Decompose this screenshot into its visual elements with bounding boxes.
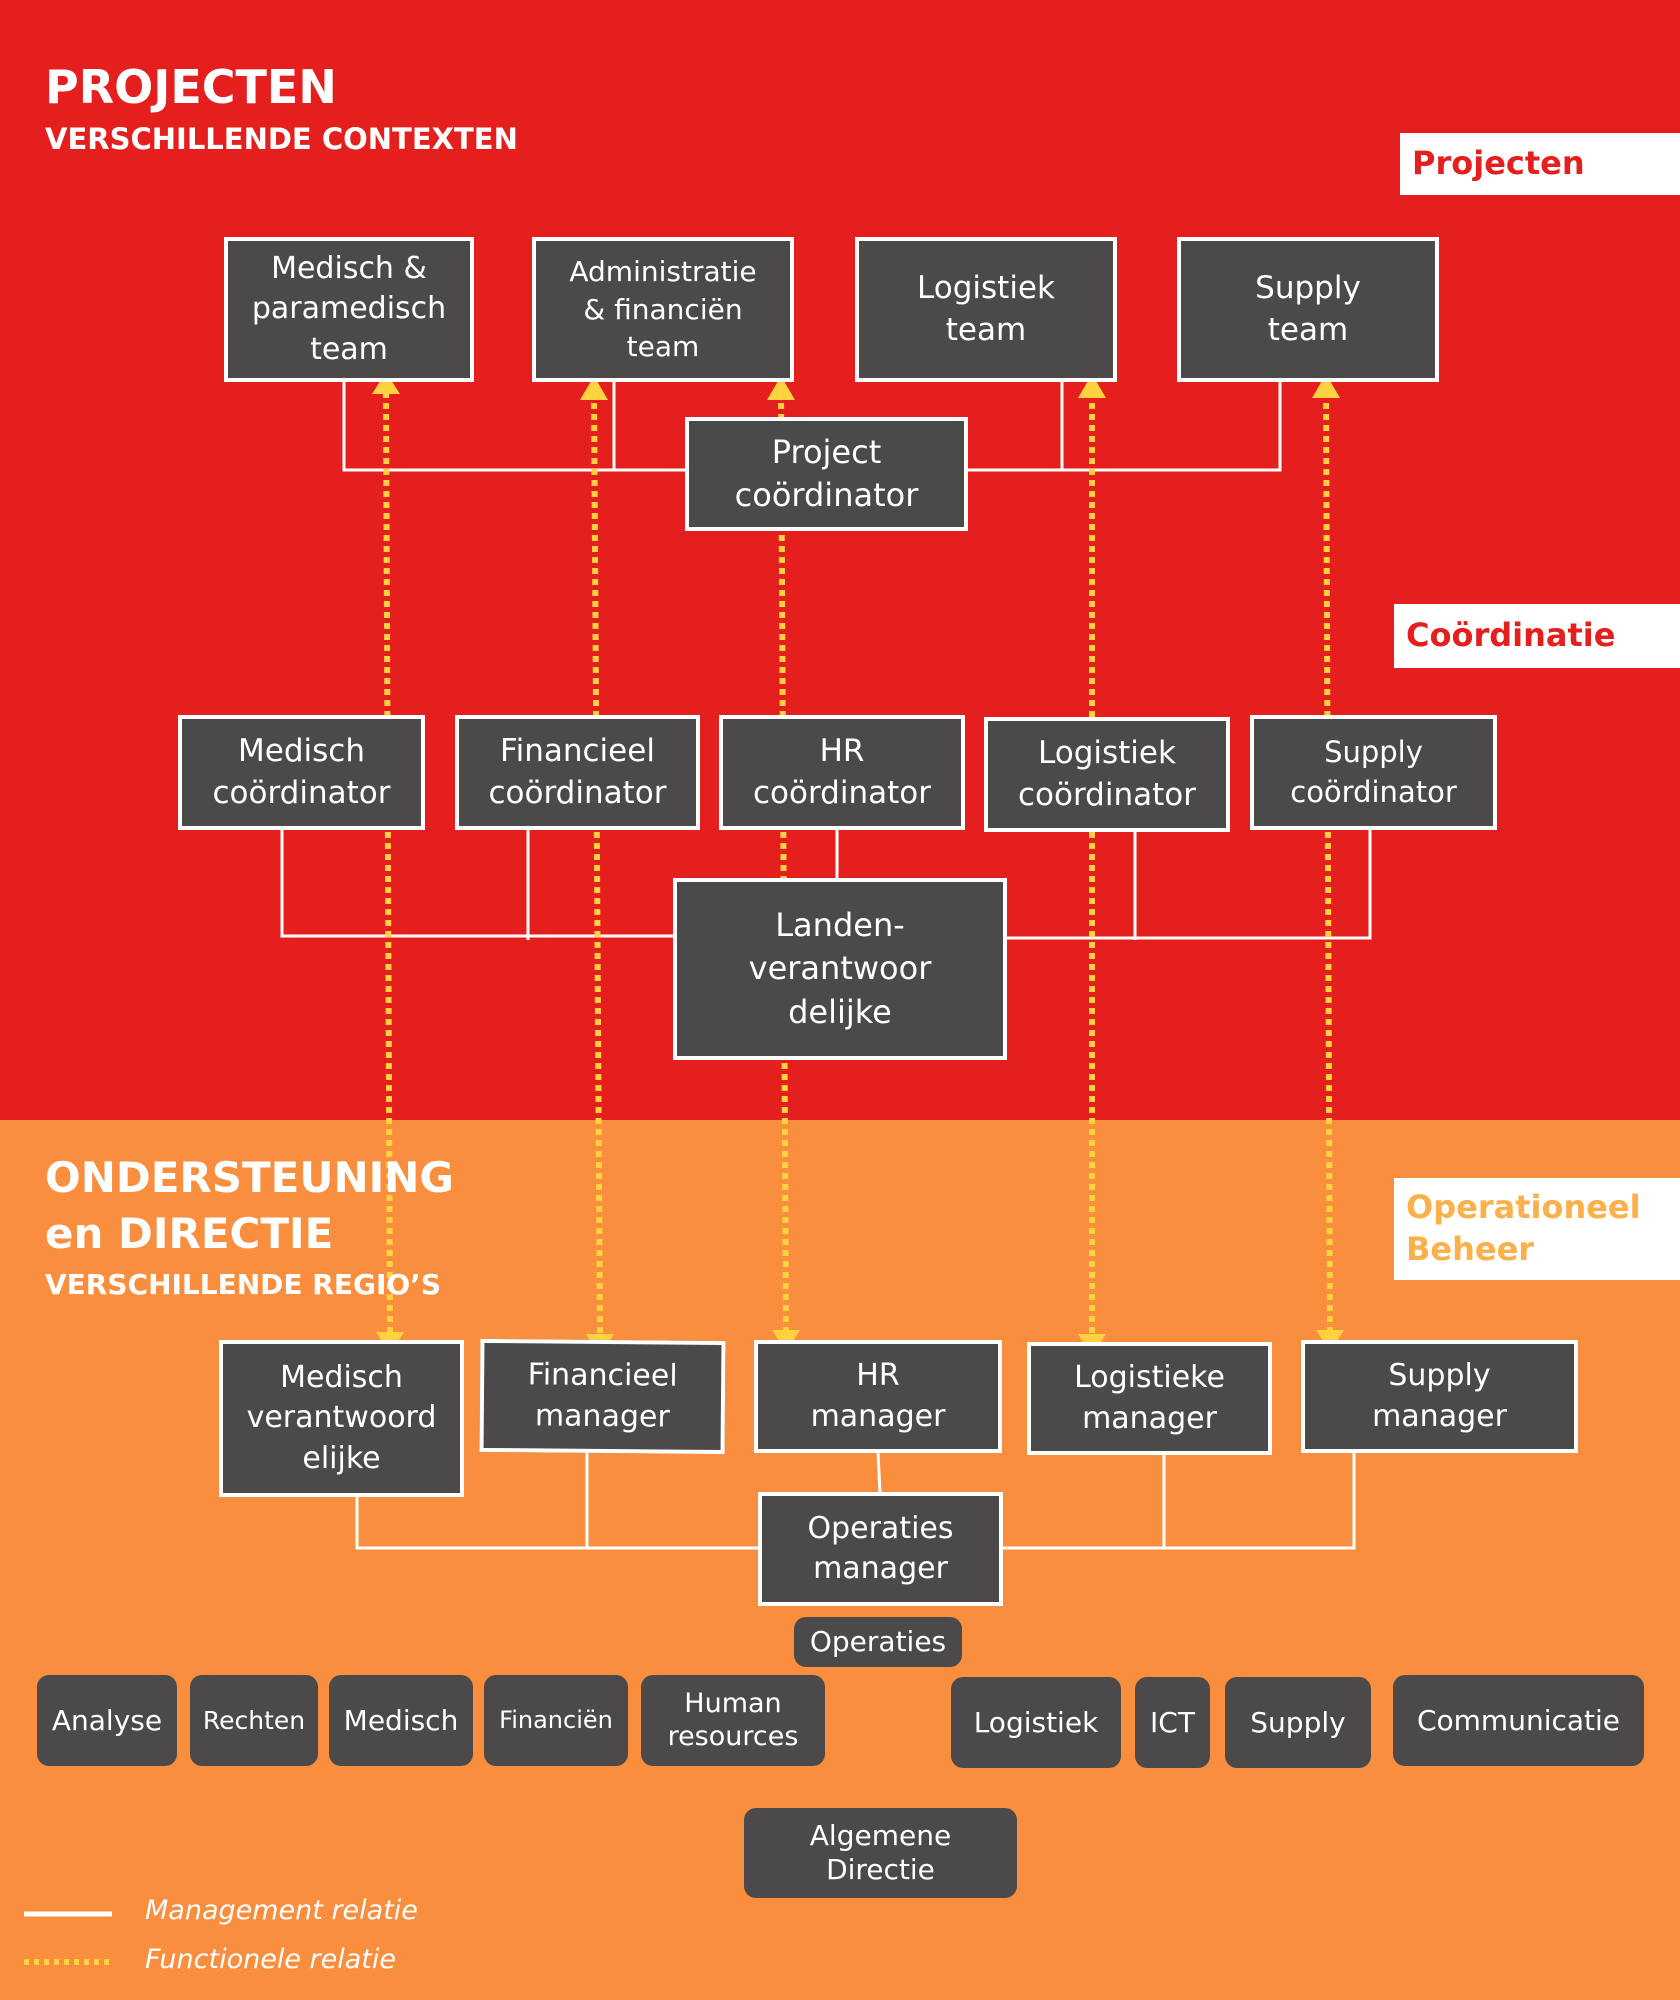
logistieke-manager-box: Logistieke manager (1027, 1342, 1272, 1455)
department-communicatie: Communicatie (1393, 1675, 1644, 1766)
project-coordinator-box: Project coördinator (685, 417, 968, 531)
supply-manager-box: Supply manager (1301, 1340, 1578, 1453)
functional-line-supply (1323, 391, 1333, 1335)
medisch-paramedisch-team-box: Medisch & paramedisch team (224, 237, 474, 382)
logistiek-coordinator-box: Logistiek coördinator (984, 717, 1230, 832)
operationeel-beheer-level-tag: Operationeel Beheer (1394, 1178, 1680, 1280)
department-medisch: Medisch (329, 1675, 473, 1766)
operaties-label: Operaties (794, 1617, 962, 1667)
hr-manager-box: HR manager (754, 1340, 1002, 1453)
financieel-manager-box: Financieel manager (479, 1338, 726, 1455)
ondersteuning-title: ONDERSTEUNING en DIRECTIE (45, 1153, 454, 1259)
arrowhead-up-supply (1312, 374, 1340, 398)
ondersteuning-subtitle: VERSCHILLENDE REGIO’S (45, 1268, 441, 1301)
mgmt-line-coordinators-to-country-lead (280, 830, 673, 938)
mgmt-line-supply-coordinator (1007, 830, 1372, 940)
functional-line-medisch (383, 391, 393, 1335)
legend-functional-label: Functionele relatie (145, 1944, 396, 1975)
functional-line-financieel (591, 391, 603, 1335)
arrowhead-up-financieel (580, 376, 608, 400)
department-supply: Supply (1225, 1677, 1371, 1768)
medisch-coordinator-box: Medisch coördinator (178, 715, 425, 830)
mgmt-line-supply-manager (1002, 1453, 1356, 1550)
arrowhead-up-medisch (372, 372, 400, 394)
hr-coordinator-box: HR coördinator (719, 715, 965, 830)
supply-coordinator-box: Supply coördinator (1250, 715, 1497, 830)
mgmt-line-hr-manager (876, 1452, 882, 1494)
mgmt-line-supply-team (968, 382, 1282, 472)
financieel-coordinator-box: Financieel coördinator (455, 715, 700, 830)
algemene-directie-box: Algemene Directie (744, 1808, 1017, 1898)
projecten-level-tag: Projecten (1400, 133, 1680, 195)
arrowhead-up-logistiek (1078, 374, 1106, 398)
department-ict: ICT (1135, 1677, 1210, 1768)
arrowhead-up-hr (767, 376, 795, 400)
functional-line-hr (778, 391, 789, 1335)
coordinatie-level-tag: Coördinatie (1394, 604, 1680, 668)
department-logistiek: Logistiek (951, 1677, 1121, 1768)
department-rechten: Rechten (190, 1675, 318, 1766)
administratie-financien-team-box: Administratie & financiën team (532, 237, 794, 382)
supply-team-box: Supply team (1177, 237, 1439, 382)
projecten-subtitle: VERSCHILLENDE CONTEXTEN (45, 122, 518, 156)
department-financien: Financiën (484, 1675, 628, 1766)
department-human-resources: Human resources (641, 1675, 825, 1766)
landenverantwoordelijke-box: Landen- verantwoor delijke (673, 878, 1007, 1060)
legend-management-label: Management relatie (145, 1895, 418, 1926)
projecten-title: PROJECTEN (45, 60, 337, 114)
operaties-manager-box: Operaties manager (758, 1492, 1003, 1606)
logistiek-team-box: Logistiek team (855, 237, 1117, 382)
mgmt-line-teams-to-project-coordinator (342, 382, 685, 472)
department-analyse: Analyse (37, 1675, 177, 1766)
mgmt-line-managers-to-operations-manager (355, 1497, 760, 1550)
medisch-verantwoordelijke-box: Medisch verantwoord elijke (219, 1340, 464, 1497)
